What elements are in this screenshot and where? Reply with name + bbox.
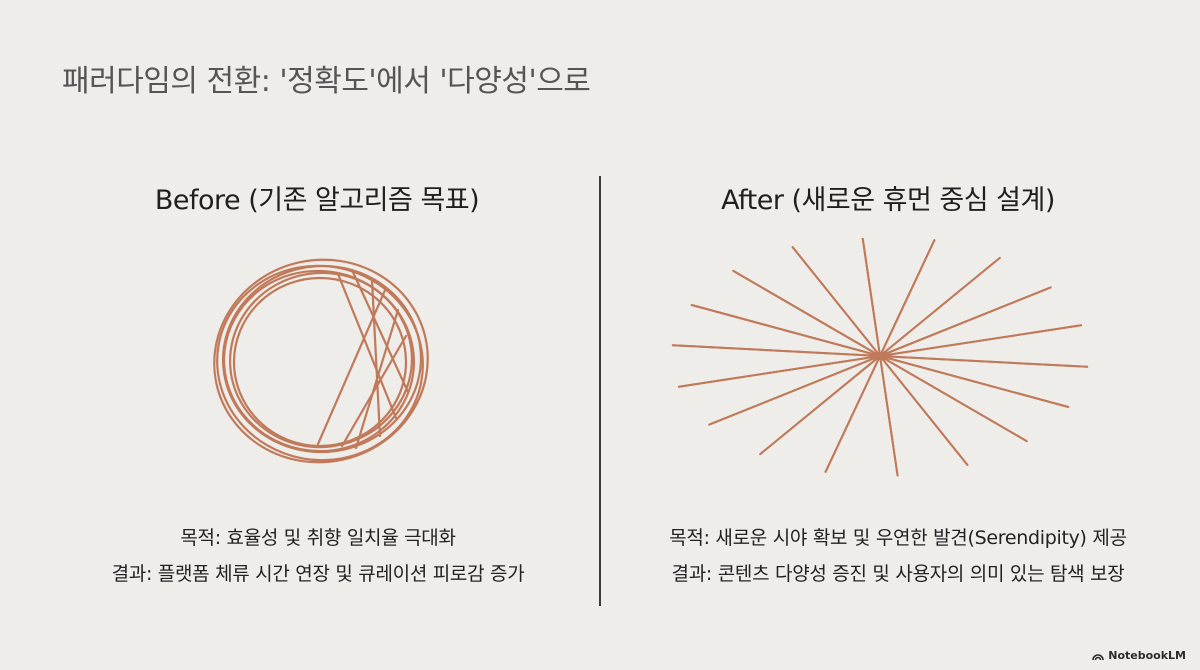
after-result: 결과: 콘텐츠 다양성 증진 및 사용자의 의미 있는 탐색 보장 — [671, 563, 1125, 585]
before-result: 결과: 플랫폼 체류 시간 연장 및 큐레이션 피로감 증가 — [111, 563, 525, 585]
before-heading: Before (기존 알고리즘 목표) — [154, 185, 480, 216]
notebooklm-logo-icon — [1092, 653, 1105, 660]
watermark-text: NotebookLM — [1108, 649, 1186, 662]
after-heading: After (새로운 휴먼 중심 설계) — [721, 185, 1055, 216]
circular-loop-icon — [213, 258, 429, 464]
before-panel: Before (기존 알고리즘 목표) 목적: 효율성 및 취향 일치율 극대화… — [112, 185, 525, 585]
notebooklm-watermark: NotebookLM — [1092, 649, 1186, 662]
radiating-lines-icon — [671, 238, 1089, 477]
page-title: 패러다임의 전환: '정확도'에서 '다양성'으로 — [62, 64, 591, 99]
after-description: 목적: 새로운 시야 확보 및 우연한 발견(Serendipity) 제공 결… — [598, 520, 1198, 592]
divider — [599, 176, 601, 606]
before-description: 목적: 효율성 및 취향 일치율 극대화 결과: 플랫폼 체류 시간 연장 및 … — [18, 520, 618, 592]
before-purpose: 목적: 효율성 및 취향 일치율 극대화 — [180, 527, 456, 549]
after-purpose: 목적: 새로운 시야 확보 및 우연한 발견(Serendipity) 제공 — [669, 527, 1127, 549]
ray-line — [677, 324, 1083, 388]
after-panel: After (새로운 휴먼 중심 설계) 목적: 새로운 시야 확보 및 우연한… — [600, 0, 1200, 670]
